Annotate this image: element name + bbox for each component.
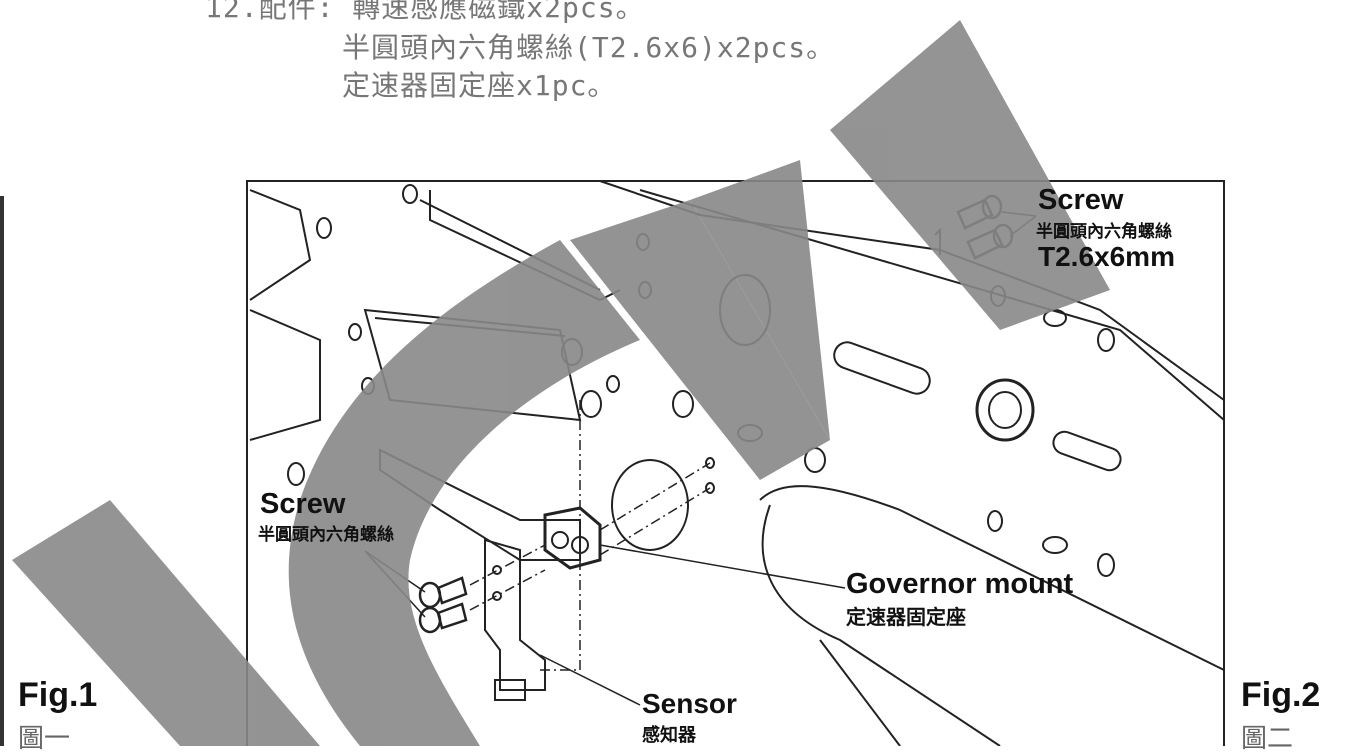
slot-1 [833,341,931,395]
fig1-frame-edge [0,196,4,746]
fig2-title: Fig.2 [1241,676,1321,714]
screw-left-chinese-label: 半圓頭內六角螺絲 [258,525,394,545]
frame-plate-lower-edge [759,485,1225,671]
bearing-outer [975,378,1035,442]
screw-left-label: Screw [260,488,346,520]
sensor-bracket [484,538,546,691]
round-cutout [611,459,689,551]
fig1-chinese-title: 圖一 [18,724,71,754]
left-screw-2 [418,602,468,634]
sensor-chinese-label: 感知器 [642,725,696,746]
figure-frame [246,180,1225,746]
watermark-letter-n-right [830,20,1110,330]
slot-2 [1052,430,1122,472]
watermark-letter-i [12,500,320,746]
governor-mount-label: Governor mount [846,568,1074,600]
fig1-title: Fig.1 [18,676,98,714]
spec-line-mount: 定速器固定座x1pc。 [342,69,617,102]
frame-plate-curve [761,504,1001,746]
icn-watermark [12,20,1110,746]
watermark-letter-c [288,240,640,746]
fig2-chinese-title: 圖二 [1241,724,1294,754]
screw-top-chinese-label: 半圓頭內六角螺絲 [1036,222,1172,242]
screw-size-label: T2.6x6mm [1038,241,1175,272]
governor-mount-chinese-label: 定速器固定座 [846,605,966,629]
bearing-inner [988,391,1022,429]
sensor-label: Sensor [642,688,737,719]
spec-line-accessories: 12.配件: 轉速感應磁鐵x2pcs。 [205,0,645,24]
left-screw-1 [418,576,468,609]
watermark-letter-n-left [570,200,830,480]
screw-top-label: Screw [1038,184,1124,216]
spec-line-screws: 半圓頭內六角螺絲(T2.6x6)x2pcs。 [342,31,836,64]
